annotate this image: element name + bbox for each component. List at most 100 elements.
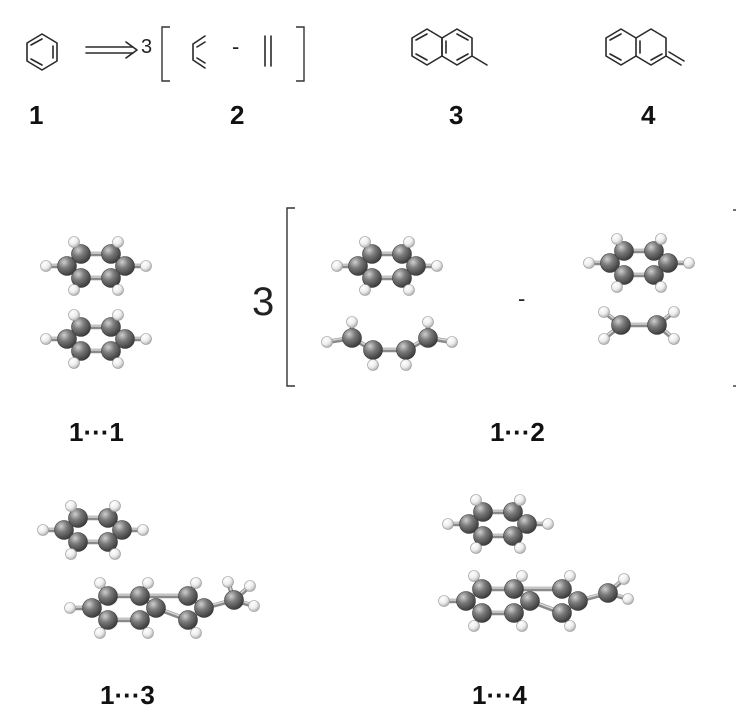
hydrogen-atom: [611, 281, 623, 293]
hydrogen-atom: [468, 620, 480, 632]
label-dimer-1-2: 1···2: [490, 417, 545, 447]
carbon-atom: [406, 256, 426, 276]
carbon-atom: [82, 598, 102, 618]
hydrogen-atom: [564, 620, 576, 632]
carbon-atom: [115, 256, 135, 276]
ethylene-fragment: [264, 35, 272, 67]
carbon-atom: [57, 256, 77, 276]
hydrogen-atom: [65, 548, 77, 560]
hydrogen-atom: [583, 257, 595, 269]
carbon-atom: [472, 579, 492, 599]
hydrogen-atom: [367, 359, 379, 371]
hydrogen-atom: [683, 257, 695, 269]
label-fragments: 2: [230, 100, 245, 130]
hydrogen-atom: [222, 576, 234, 588]
benzene-fragment-complex-model-butadiene: [321, 236, 458, 371]
hydrogen-atom: [190, 577, 202, 589]
hydrogen-atom: [598, 333, 610, 345]
carbon-atom: [568, 591, 588, 611]
carbon-atom: [472, 603, 492, 623]
carbon-atom: [98, 532, 118, 552]
hydrogen-atom: [40, 260, 52, 272]
carbon-atom: [71, 317, 91, 337]
carbon-atom: [503, 526, 523, 546]
carbon-atom: [392, 244, 412, 264]
benzene-methylene-dimer-model: [438, 494, 634, 632]
hydrogen-atom: [112, 357, 124, 369]
hydrogen-atom: [248, 600, 260, 612]
carbon-atom: [644, 265, 664, 285]
hydrogen-atom: [112, 309, 124, 321]
carbon-atom: [503, 502, 523, 522]
hydrogen-atom: [611, 233, 623, 245]
complex-coefficient: 3: [252, 280, 275, 324]
hydrogen-atom: [468, 570, 480, 582]
carbon-atom: [504, 603, 524, 623]
hydrogen-atom: [64, 602, 76, 614]
hydrogen-atom: [140, 333, 152, 345]
hydrogen-atom: [516, 570, 528, 582]
methylnaphthalene-structure: [411, 28, 488, 66]
fragment-minus-sign: -: [232, 34, 240, 59]
carbon-atom: [614, 265, 634, 285]
hydrogen-atom: [400, 359, 412, 371]
carbon-atom: [362, 268, 382, 288]
hydrogen-atom: [622, 593, 634, 605]
carbon-atom: [517, 514, 537, 534]
hydrogen-atom: [668, 306, 680, 318]
hydrogen-atom: [68, 309, 80, 321]
carbon-atom: [552, 603, 572, 623]
benzene-benzene-dimer-model: [40, 236, 152, 369]
hydrogen-atom: [598, 306, 610, 318]
carbon-atom: [101, 244, 121, 264]
hydrogen-atom: [618, 573, 630, 585]
label-dimer-1-1: 1···1: [69, 417, 124, 447]
carbon-atom: [473, 502, 493, 522]
carbon-atom: [130, 610, 150, 630]
hydrogen-atom: [470, 542, 482, 554]
hydrogen-atom: [514, 494, 526, 506]
hydrogen-atom: [65, 500, 77, 512]
carbon-atom: [101, 317, 121, 337]
carbon-atom: [98, 610, 118, 630]
carbon-atom: [614, 241, 634, 261]
carbon-atom: [598, 583, 618, 603]
hydrogen-atom: [109, 548, 121, 560]
hydrogen-atom: [68, 284, 80, 296]
hydrogen-atom: [190, 627, 202, 639]
carbon-atom: [57, 329, 77, 349]
carbon-atom: [647, 315, 667, 335]
carbon-atom: [224, 590, 244, 610]
hydrogen-atom: [142, 627, 154, 639]
carbon-atom: [98, 508, 118, 528]
carbon-atom: [194, 598, 214, 618]
carbon-atom: [101, 341, 121, 361]
benzene-structure: [26, 33, 58, 71]
carbon-atom: [363, 340, 383, 360]
benzene-fragment-complex-model-ethylene: [583, 233, 695, 345]
retrosynthesis-arrow: [85, 41, 138, 59]
methylene-dihydronaphthalene-structure: [605, 28, 685, 66]
hydrogen-atom: [37, 524, 49, 536]
carbon-atom: [520, 591, 540, 611]
carbon-atom: [658, 253, 678, 273]
label-benzene: 1: [29, 100, 44, 130]
hydrogen-atom: [422, 316, 434, 328]
hydrogen-atom: [331, 260, 343, 272]
hydrogen-atom: [668, 333, 680, 345]
hydrogen-atom: [514, 542, 526, 554]
carbon-atom: [552, 579, 572, 599]
carbon-atom: [611, 315, 631, 335]
hydrogen-atom: [40, 333, 52, 345]
label-methylnaphthalene: 3: [449, 100, 464, 130]
carbon-atom: [459, 514, 479, 534]
carbon-atom: [146, 598, 166, 618]
hydrogen-atom: [431, 260, 443, 272]
carbon-atom: [71, 244, 91, 264]
hydrogen-atom: [94, 627, 106, 639]
hydrogen-atom: [359, 236, 371, 248]
arrow-coefficient: 3: [141, 36, 153, 58]
carbon-atom: [392, 268, 412, 288]
hydrogen-atom: [438, 595, 450, 607]
